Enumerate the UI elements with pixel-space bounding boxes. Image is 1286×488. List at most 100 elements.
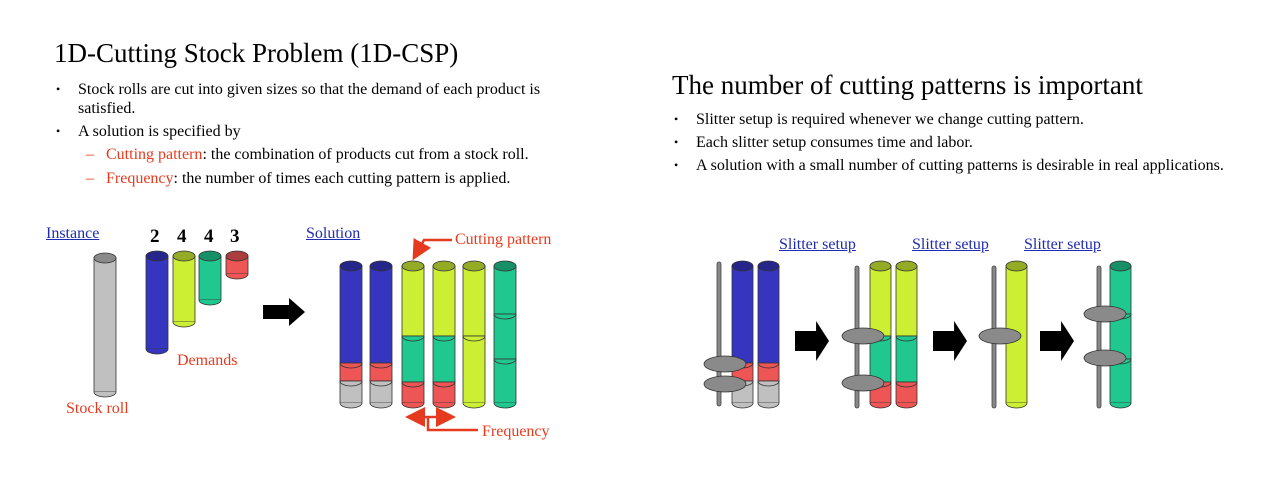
product-teal-bottom	[198, 299, 222, 306]
solution-roll-top	[401, 260, 425, 272]
slit-roll-blue-bottom	[757, 402, 780, 409]
slit-roll-yellow-bottom	[1005, 402, 1028, 409]
solution-roll-bottom	[369, 402, 393, 409]
slit-roll-mixed-top	[895, 260, 918, 272]
slitter-setup-link-2[interactable]: Slitter setup	[912, 236, 989, 253]
slitter-1-blade	[703, 355, 747, 373]
solution-roll-bottom	[401, 402, 425, 409]
cutting-pattern-arrow	[412, 238, 452, 261]
left-bullet-1-text: Stock rolls are cut into given sizes so …	[78, 81, 541, 117]
demand-4b: 4	[204, 226, 214, 247]
slitter-1-blade	[703, 375, 747, 393]
slit-roll-yellow-top	[1005, 260, 1028, 272]
solution-link[interactable]: Solution	[306, 225, 361, 242]
sub-item-frequency: –Frequency: the number of times each cut…	[86, 170, 511, 187]
slit-roll-blue-seg	[757, 265, 780, 364]
solution-roll-seg	[462, 335, 486, 404]
frequency-term: Frequency	[106, 170, 174, 187]
slit-roll-teal	[1109, 260, 1132, 409]
slit-roll-blue-seg	[757, 362, 780, 382]
slitter-4-rod	[1096, 265, 1102, 409]
stock-roll-label: Stock roll	[66, 400, 129, 417]
right-bullet-2-text: Each slitter setup consumes time and lab…	[696, 134, 973, 151]
slitter-4-blade	[1083, 305, 1127, 323]
right-bullet-3-text: A solution with a small number of cuttin…	[696, 157, 1224, 174]
slit-roll-blue	[731, 260, 754, 409]
solution-roll-seg	[339, 362, 363, 382]
solution-roll-seg	[493, 358, 517, 404]
slitter-3	[978, 265, 1022, 409]
slit-roll-teal-top	[1109, 260, 1132, 272]
solution-roll-bottom	[432, 402, 456, 409]
slitter-4-blade	[1083, 349, 1127, 367]
product-blue-top	[145, 250, 169, 262]
cutting-pattern-def: : the combination of products cut from a…	[202, 146, 529, 163]
slit-roll-blue-top	[731, 260, 754, 272]
solution-roll-seam	[369, 362, 393, 369]
solution-roll-top	[462, 260, 486, 272]
slitter-4	[1083, 265, 1127, 409]
solution-roll	[432, 260, 456, 409]
slitter-1	[703, 261, 747, 407]
solution-roll-bottom	[339, 402, 363, 409]
left-bullet-2-text: A solution is specified by	[78, 123, 241, 140]
right-bullet-1-text: Slitter setup is required whenever we ch…	[696, 111, 1084, 128]
slitter-3-blade	[978, 327, 1022, 345]
slit-roll-blue-seam	[757, 362, 780, 369]
product-yellow-seg	[172, 255, 196, 323]
right-bullet-2: •Each slitter setup consumes time and la…	[674, 134, 973, 151]
sub-item-cutting-pattern: –Cutting pattern: the combination of pro…	[86, 146, 529, 163]
solution-roll-seam	[339, 362, 363, 369]
solution-roll-seam	[401, 335, 425, 342]
slitter-2-blade	[841, 327, 885, 345]
right-bullet-1: •Slitter setup is required whenever we c…	[674, 111, 1084, 128]
solution-roll-seam	[493, 358, 517, 365]
slit-roll-blue-seam	[757, 380, 780, 387]
product-red	[225, 250, 249, 280]
slit-roll-mixed-seam	[895, 381, 918, 388]
slitter-2-blade	[841, 374, 885, 392]
left-bullet-1: •Stock rolls are cut into given sizes so…	[56, 81, 541, 117]
slitter-setup-link-1[interactable]: Slitter setup	[779, 236, 856, 253]
solution-roll	[493, 260, 517, 409]
slitter-2	[841, 265, 885, 409]
product-teal-top	[198, 250, 222, 262]
solution-roll-seg	[462, 265, 486, 337]
solution-roll-seam	[432, 335, 456, 342]
instance-link[interactable]: Instance	[46, 225, 100, 242]
product-teal	[198, 250, 222, 306]
solution-roll-top	[493, 260, 517, 272]
solution-roll-seg	[369, 265, 393, 364]
stock-roll-top	[93, 252, 117, 264]
slit-roll-teal-bottom	[1109, 402, 1132, 409]
slit-roll-mixed-seam	[895, 335, 918, 342]
demands-label: Demands	[177, 352, 238, 369]
solution-roll-seam	[432, 381, 456, 388]
left-bullet-2: •A solution is specified by –Cutting pat…	[54, 122, 594, 188]
product-red-bottom	[225, 273, 249, 280]
slitter-setup-link-3[interactable]: Slitter setup	[1024, 236, 1101, 253]
demand-2: 2	[150, 226, 160, 247]
cutting-pattern-term: Cutting pattern	[106, 146, 203, 163]
arrow-right-icon	[933, 321, 967, 361]
stock-roll-seg	[93, 257, 117, 393]
solution-roll-seam	[401, 381, 425, 388]
slit-roll-blue-bottom	[731, 402, 754, 409]
left-title: 1D-Cutting Stock Problem (1D-CSP)	[54, 38, 459, 68]
stock-roll-bottom	[93, 391, 117, 398]
product-blue-seg	[145, 255, 169, 350]
solution-roll	[369, 260, 393, 409]
arrow-right-icon	[1040, 321, 1074, 361]
slit-roll-mixed	[895, 260, 918, 409]
product-teal-seg	[198, 255, 222, 301]
solution-roll-seg	[401, 335, 425, 383]
solution-roll-seg	[369, 362, 393, 382]
solution-roll-top	[339, 260, 363, 272]
slit-roll-blue-seg	[731, 265, 754, 364]
product-yellow	[172, 250, 196, 328]
solution-roll	[462, 260, 486, 409]
slit-roll-mixed-seg	[895, 265, 918, 337]
solution-roll-bottom	[462, 402, 486, 409]
solution-roll-seg	[432, 265, 456, 337]
